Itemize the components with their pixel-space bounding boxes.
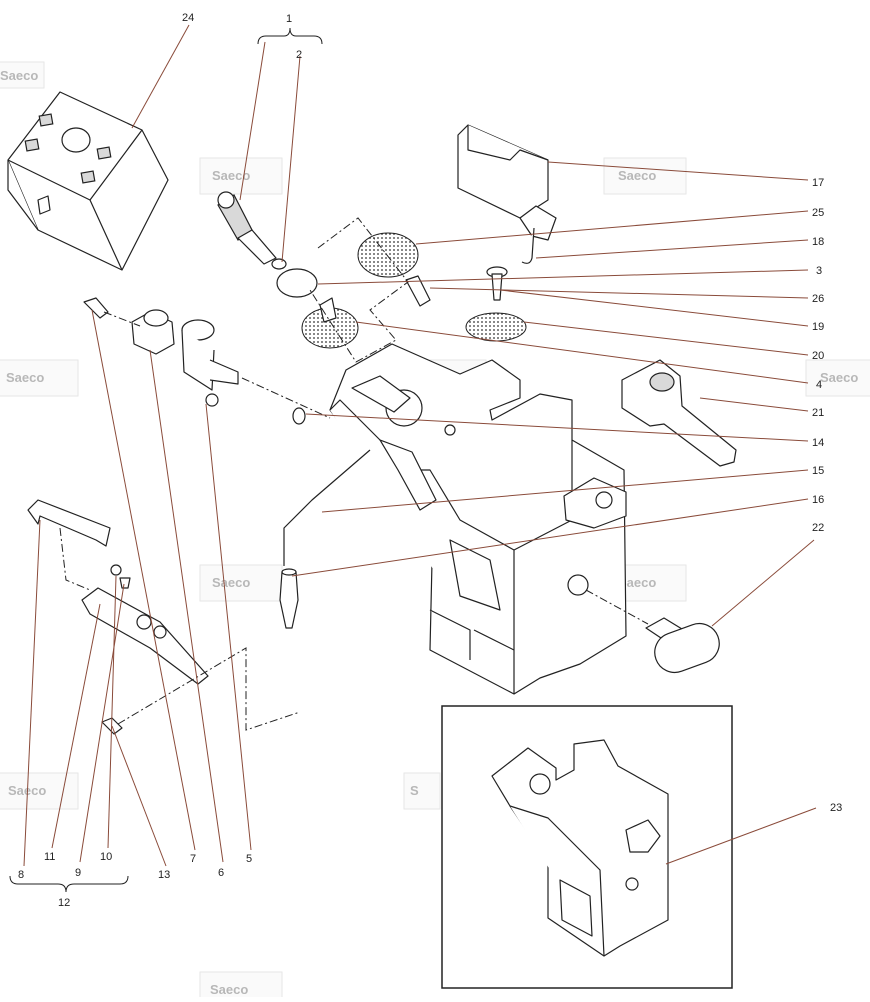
part-20-filter-disc [465,312,527,342]
part-5-fitting [181,319,239,407]
svg-text:Saeco: Saeco [6,370,44,385]
part-9-clip [119,577,131,589]
callout-18: 18 [812,236,824,248]
svg-text:Saeco: Saeco [618,168,656,183]
callout-13: 13 [158,869,170,881]
callout-14: 14 [812,437,824,449]
callout-1: 1 [286,13,292,25]
part-24-cover [7,91,169,271]
part-10-screw [110,564,122,576]
svg-text:S: S [410,783,419,798]
brace-12 [9,875,129,893]
part-22-knob [645,617,720,674]
svg-text:Saeco: Saeco [212,575,250,590]
leader-lines [23,24,817,867]
part-12-plate [81,587,209,685]
watermark: Saeco [0,61,45,89]
callout-23: 23 [830,802,842,814]
callout-5: 5 [246,853,252,865]
callout-6: 6 [218,867,224,879]
part-15-tube [283,449,371,566]
part-8-bracket [27,499,111,547]
part-26-screw [405,275,431,307]
watermark: Saeco [0,772,79,810]
callout-7: 7 [190,853,196,865]
callout-12: 12 [58,897,70,909]
part-7-screw [83,297,109,319]
callout-labels: 1 2 3 4 5 6 7 8 9 10 11 12 13 14 15 16 1… [18,12,842,909]
main-frame [329,343,627,695]
part-19-screw [486,266,508,301]
callout-8: 8 [18,869,24,881]
callout-17: 17 [812,177,824,189]
part-4-filter-disc [301,297,359,349]
part-14-oring [292,407,306,425]
part-6-clip [131,309,175,355]
callout-21: 21 [812,407,824,419]
part-3-ring [276,268,318,298]
part-18-hook [521,227,535,264]
watermark: Saeco [199,564,283,602]
callout-3: 3 [816,265,822,277]
watermark: S [403,772,441,810]
callout-15: 15 [812,465,824,477]
callout-16: 16 [812,494,824,506]
watermark: Saeco [805,359,870,397]
callout-9: 9 [75,867,81,879]
watermark: Saeco [199,157,283,195]
part-16-nozzle [279,568,299,629]
callout-20: 20 [812,350,824,362]
watermark: Saeco [0,359,79,397]
svg-text:Saeco: Saeco [820,370,858,385]
svg-text:Saeco: Saeco [212,168,250,183]
callout-22: 22 [812,522,824,534]
part-21-lever [621,359,737,467]
svg-text:Saeco: Saeco [618,575,656,590]
inset-part-23 [441,705,733,989]
callout-25: 25 [812,207,824,219]
watermark: Saeco [603,157,687,195]
callout-26: 26 [812,293,824,305]
svg-text:Saeco: Saeco [0,68,38,83]
part-25-filter-disc [357,232,419,278]
watermark: Saeco [199,971,283,1002]
callout-4: 4 [816,379,822,391]
callout-10: 10 [100,851,112,863]
part-2-oring [271,258,287,270]
brace-1 [257,27,323,45]
callout-24: 24 [182,12,194,24]
callout-2: 2 [296,49,302,61]
callout-19: 19 [812,321,824,333]
part-17-box [457,124,557,241]
part-1-pin [217,191,277,265]
callout-11: 11 [44,851,55,863]
svg-text:Saeco: Saeco [210,982,248,997]
